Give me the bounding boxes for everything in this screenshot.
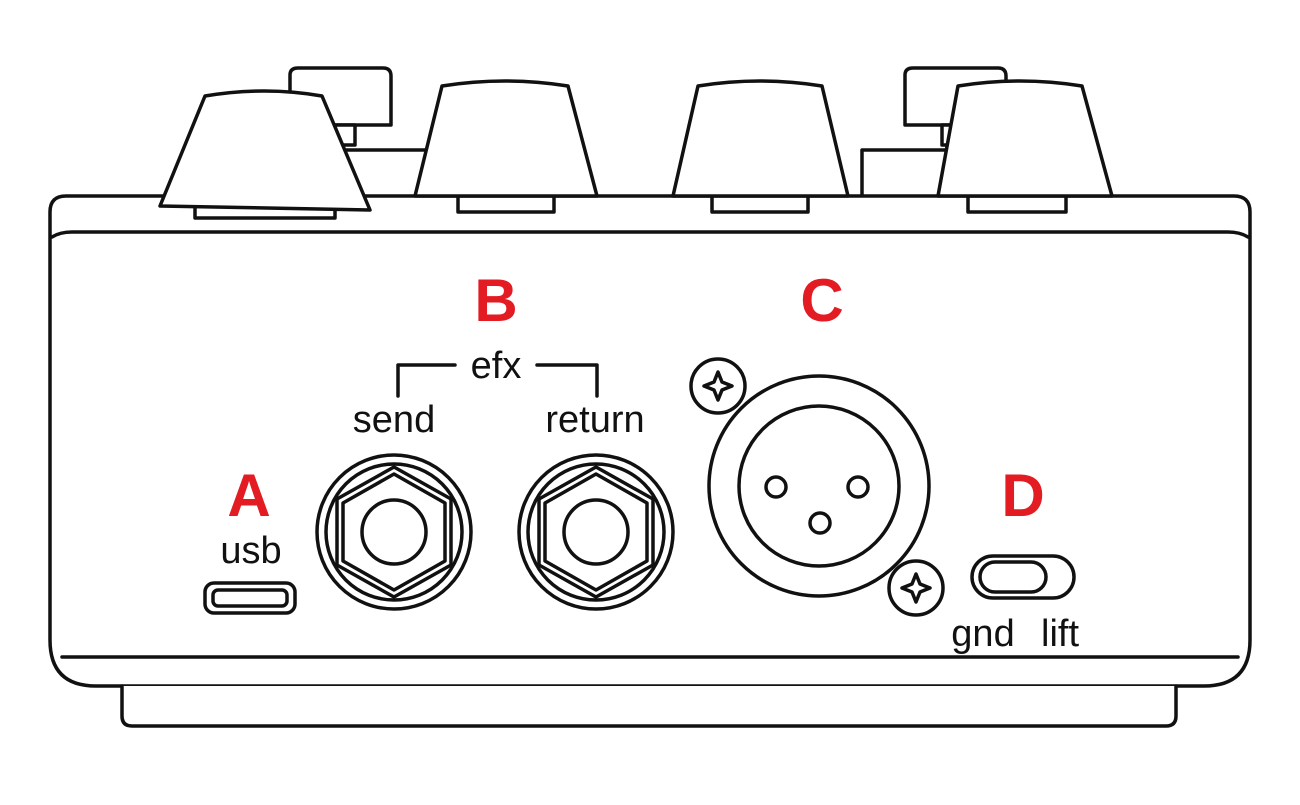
xlr-output-icon xyxy=(707,374,931,598)
knob-1 xyxy=(158,89,372,220)
callout-d: D xyxy=(1001,462,1044,529)
efx-bracket xyxy=(396,363,599,398)
callout-a: A xyxy=(227,462,270,529)
callout-c: C xyxy=(800,267,843,334)
lift-label: lift xyxy=(1041,613,1079,655)
gnd-label: gnd xyxy=(951,613,1014,655)
ground-lift-switch-icon xyxy=(970,554,1076,600)
usb-label: usb xyxy=(220,530,281,572)
phillips-screw-icon-top xyxy=(689,357,747,415)
chassis-base xyxy=(120,684,1178,728)
micro-usb-port-icon xyxy=(203,581,297,615)
callout-b: B xyxy=(474,267,517,334)
phillips-screw-icon-bottom xyxy=(887,559,945,617)
efx-label: efx xyxy=(471,345,522,387)
send-label: send xyxy=(353,399,435,441)
send-jack-icon xyxy=(315,453,473,611)
knob-2 xyxy=(413,79,599,214)
return-jack-icon xyxy=(517,453,675,611)
return-label: return xyxy=(545,399,644,441)
knob-4 xyxy=(936,79,1114,214)
knob-3 xyxy=(671,79,850,214)
